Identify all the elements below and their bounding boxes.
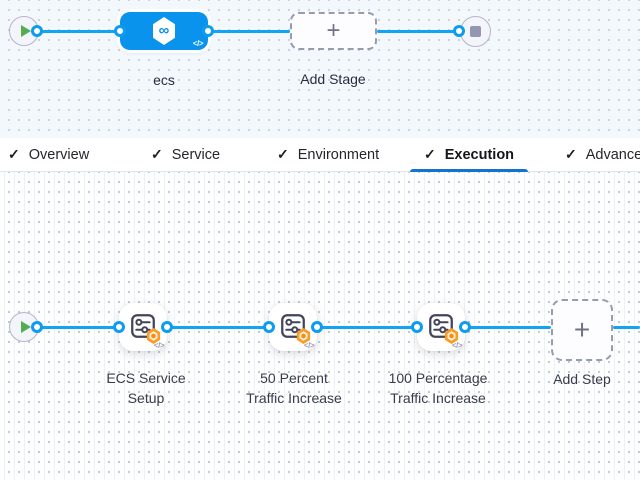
step-node-100-percentage[interactable]: </> <box>417 303 465 351</box>
tab-label: Environment <box>297 146 380 163</box>
step-label-line1: ECS Service <box>106 370 186 386</box>
stage-name-label: ecs <box>153 72 175 88</box>
connector-step1-out[interactable] <box>161 321 173 333</box>
step-label-line1: 50 Percent <box>260 370 328 386</box>
step-node-50-percent[interactable]: </> <box>269 303 317 351</box>
step-label-50-percent: 50 Percent Traffic Increase <box>214 368 374 408</box>
play-icon <box>20 25 31 37</box>
tab-environment[interactable]: ✓ Environment <box>277 138 379 171</box>
step-badge-icon <box>146 328 161 344</box>
edge-exec-4 <box>465 325 551 329</box>
connector-stage-in[interactable] <box>114 25 126 37</box>
connector-step3-in[interactable] <box>411 321 423 333</box>
tab-advanced[interactable]: ✓ Advanced <box>565 138 640 171</box>
stage-config-tabbar: ✓ Overview ✓ Service ✓ Environment ✓ Exe… <box>0 138 640 172</box>
play-icon <box>20 321 31 333</box>
add-step-label: Add Step <box>553 371 611 387</box>
check-icon: ✓ <box>8 146 20 162</box>
stage-canvas: ∞ </> + ecs Add Stage <box>0 0 640 138</box>
code-view-icon: </> <box>303 341 315 350</box>
step-label-ecs-service-setup: ECS Service Setup <box>66 368 226 408</box>
tab-overview[interactable]: ✓ Overview <box>8 138 89 171</box>
step-badge-icon <box>296 328 311 344</box>
edge-start-to-stage <box>37 29 120 33</box>
check-icon: ✓ <box>277 146 289 162</box>
connector-stage-out[interactable] <box>202 25 214 37</box>
sliders-step-icon <box>281 314 305 338</box>
sliders-step-icon <box>429 314 453 338</box>
sliders-step-icon <box>131 314 155 338</box>
tab-label: Service <box>171 146 221 163</box>
connector-step2-out[interactable] <box>311 321 323 333</box>
code-view-icon: </> <box>192 39 204 48</box>
connector-step3-out[interactable] <box>459 321 471 333</box>
step-label-100-percentage: 100 Percentage Traffic Increase <box>358 368 518 408</box>
step-label-line2: Traffic Increase <box>246 390 342 406</box>
connector-exec-start-out[interactable] <box>31 321 43 333</box>
edge-stage-to-addstage <box>208 29 290 33</box>
tab-label: Overview <box>28 146 90 163</box>
code-view-icon: </> <box>153 341 165 350</box>
connector-step1-in[interactable] <box>113 321 125 333</box>
edge-exec-1 <box>37 325 119 329</box>
connector-end-in[interactable] <box>453 25 465 37</box>
step-label-line2: Setup <box>127 390 165 406</box>
connector-start-out[interactable] <box>31 25 43 37</box>
step-badge-icon <box>444 328 459 344</box>
add-stage-label: Add Stage <box>300 71 366 87</box>
stage-node-ecs[interactable]: ∞ </> <box>120 12 208 50</box>
check-icon: ✓ <box>565 146 577 162</box>
tab-label: Advanced <box>585 146 640 163</box>
connector-step2-in[interactable] <box>263 321 275 333</box>
step-node-ecs-service-setup[interactable]: </> <box>119 303 167 351</box>
tab-execution[interactable]: ✓ Execution <box>410 138 529 172</box>
check-icon: ✓ <box>151 146 163 162</box>
edge-exec-2 <box>167 325 269 329</box>
add-step-button[interactable]: + <box>551 299 613 361</box>
stop-icon <box>469 26 481 37</box>
code-view-icon: </> <box>451 341 463 350</box>
edge-exec-3 <box>317 325 417 329</box>
tab-service[interactable]: ✓ Service <box>151 138 220 171</box>
step-label-line1: 100 Percentage <box>388 370 488 386</box>
check-icon: ✓ <box>424 146 436 162</box>
step-label-line2: Traffic Increase <box>390 390 486 406</box>
add-stage-button[interactable]: + <box>290 12 377 50</box>
tab-label: Execution <box>444 146 515 163</box>
plus-icon: + <box>573 314 591 345</box>
harness-cd-stage-icon: ∞ <box>153 17 175 45</box>
plus-icon: + <box>326 17 341 44</box>
edge-addstage-to-end <box>377 29 459 33</box>
edge-exec-5 <box>613 325 640 329</box>
